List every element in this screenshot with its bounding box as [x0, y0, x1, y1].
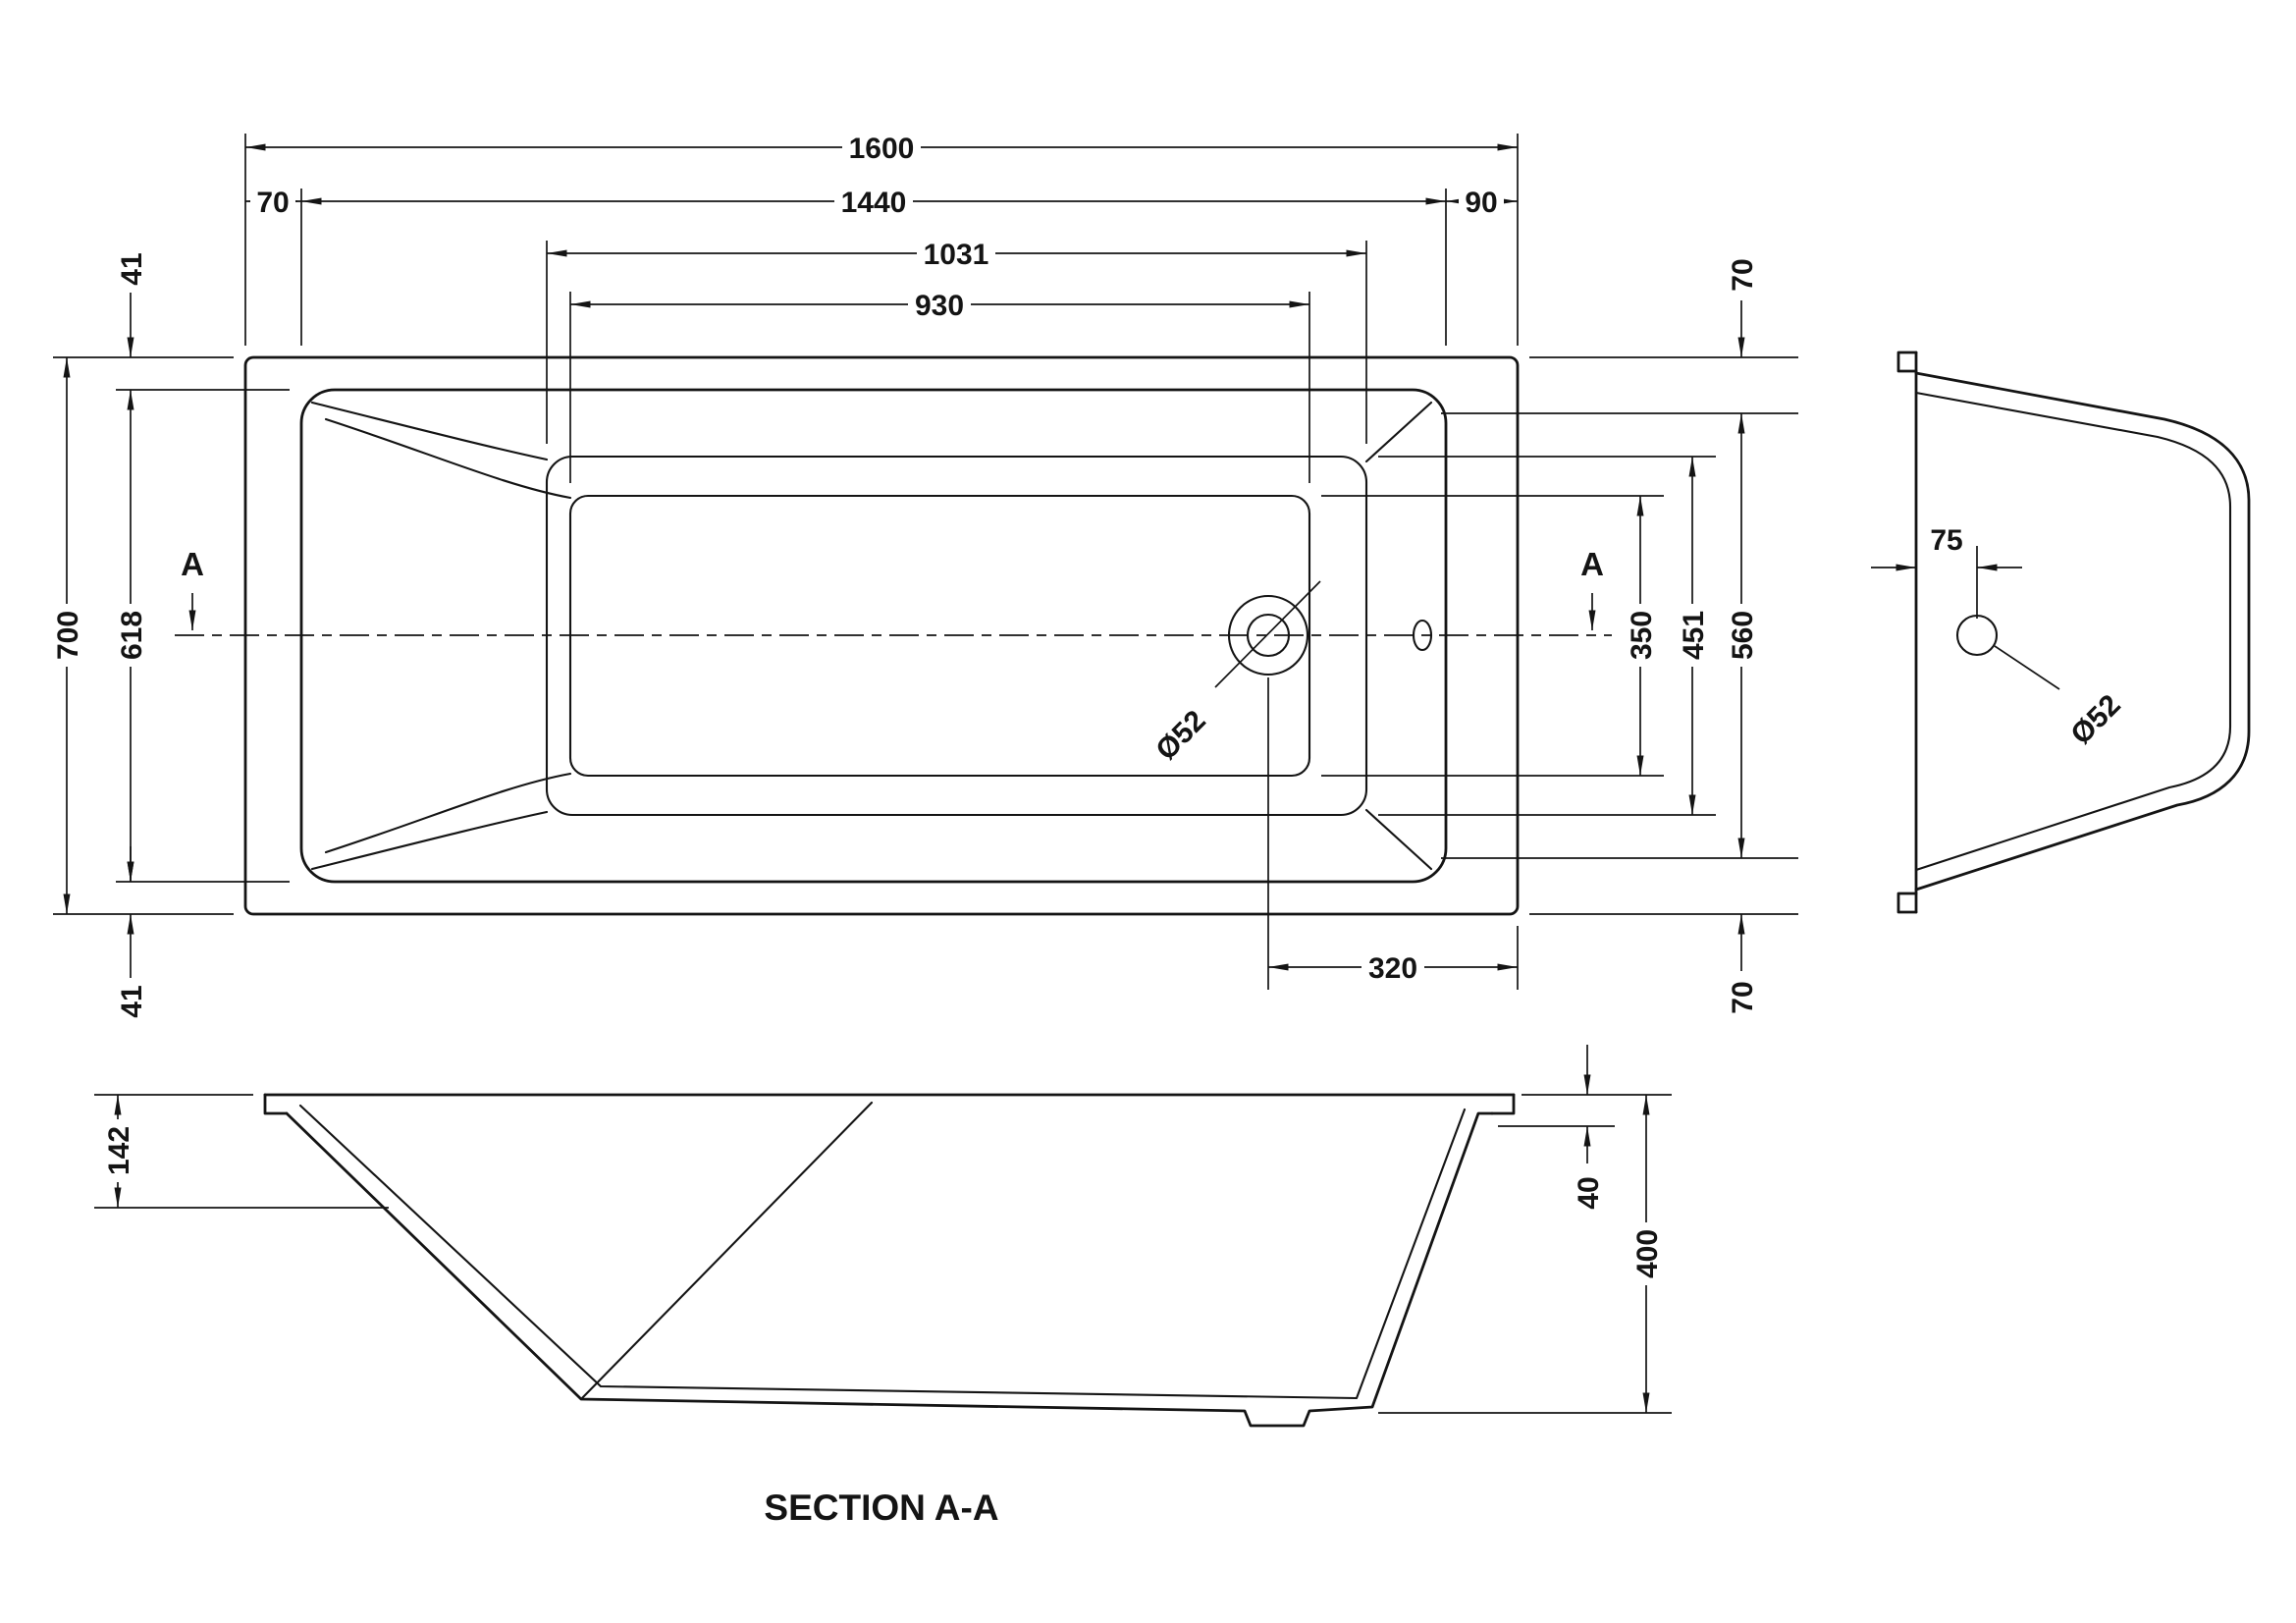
extension-lines — [53, 134, 1798, 990]
section-title: SECTION A-A — [764, 1488, 998, 1528]
dim-overall-depth: 400 — [1630, 1222, 1664, 1285]
dim-right-rim-top: 70 — [1726, 252, 1759, 298]
drain-leader-line — [1214, 580, 1321, 688]
dim-overall-length: 1600 — [842, 132, 921, 165]
right-corner-line — [1364, 401, 1433, 463]
drain-circle-end-view — [1955, 614, 1999, 657]
dimension-lines — [114, 1045, 1650, 1413]
svg-text:350: 350 — [1626, 611, 1658, 660]
svg-text:142: 142 — [103, 1126, 135, 1175]
rim-edge-left — [263, 1093, 289, 1115]
svg-text:70: 70 — [1727, 981, 1759, 1013]
svg-text:41: 41 — [116, 252, 148, 285]
svg-text:90: 90 — [1465, 187, 1497, 219]
drain-leader-line — [1994, 645, 2060, 690]
section-marker-left: A — [181, 546, 204, 582]
svg-text:700: 700 — [52, 611, 84, 660]
rim-edge-right — [1490, 1093, 1516, 1115]
plan-view: A A — [51, 132, 1798, 1024]
dim-base-width: 350 — [1625, 604, 1658, 667]
left-slope-line — [310, 810, 549, 871]
dim-rim-depth: 40 — [1572, 1170, 1605, 1216]
dim-opening-width: 618 — [115, 604, 148, 667]
extension-lines — [94, 1094, 1672, 1414]
svg-text:1031: 1031 — [924, 239, 989, 271]
end-outer-profile — [1914, 371, 2251, 892]
left-slope-line — [310, 401, 549, 461]
svg-text:70: 70 — [1727, 258, 1759, 291]
dim-overall-width: 700 — [51, 604, 84, 667]
dim-inner-width: 451 — [1677, 604, 1710, 667]
dim-opening-length: 1440 — [834, 186, 913, 219]
svg-text:40: 40 — [1573, 1176, 1605, 1209]
left-slope-line — [324, 772, 572, 854]
end-view: 75 Ø52 — [1871, 351, 2251, 914]
section-inner-shell — [298, 1104, 1467, 1400]
dim-rim-bottom: 41 — [115, 979, 148, 1024]
svg-text:320: 320 — [1368, 952, 1417, 985]
svg-text:70: 70 — [256, 187, 289, 219]
rim-tab-top — [1896, 351, 1918, 373]
svg-text:560: 560 — [1727, 611, 1759, 660]
dim-front-depth: 142 — [102, 1119, 135, 1182]
section-outer-shell — [285, 1111, 1494, 1428]
dim-drain-diameter: Ø52 — [1145, 699, 1215, 770]
dim-base-length: 930 — [908, 289, 971, 322]
section-marker-right: A — [1580, 546, 1604, 582]
dimension-lines — [63, 143, 1745, 978]
end-wall-edge — [579, 1101, 874, 1401]
dim-right-opening-width: 560 — [1726, 604, 1759, 667]
svg-text:400: 400 — [1631, 1229, 1664, 1278]
right-corner-line — [1364, 808, 1433, 871]
svg-text:618: 618 — [116, 611, 148, 660]
dim-drain-diameter-end: Ø52 — [2059, 683, 2130, 754]
left-slope-line — [324, 417, 572, 500]
svg-text:1600: 1600 — [849, 133, 915, 165]
svg-text:75: 75 — [1930, 524, 1962, 557]
end-inner-profile — [1914, 391, 2232, 872]
dim-drain-offset: 320 — [1362, 951, 1424, 985]
svg-text:930: 930 — [915, 290, 964, 322]
svg-text:1440: 1440 — [841, 187, 907, 219]
dim-rim-top: 41 — [115, 246, 148, 292]
dim-rim-right: 90 — [1459, 186, 1504, 219]
section-view: 142 40 400 SECTION A-A — [94, 1045, 1672, 1528]
svg-text:451: 451 — [1678, 611, 1710, 660]
rim-tab-bottom — [1896, 892, 1918, 914]
dim-rim-left: 70 — [250, 186, 295, 219]
svg-text:41: 41 — [116, 985, 148, 1017]
dim-right-rim-bottom: 70 — [1726, 975, 1759, 1020]
dim-inner-length: 1031 — [917, 238, 995, 271]
dim-drain-from-rim: 75 — [1930, 524, 1962, 557]
